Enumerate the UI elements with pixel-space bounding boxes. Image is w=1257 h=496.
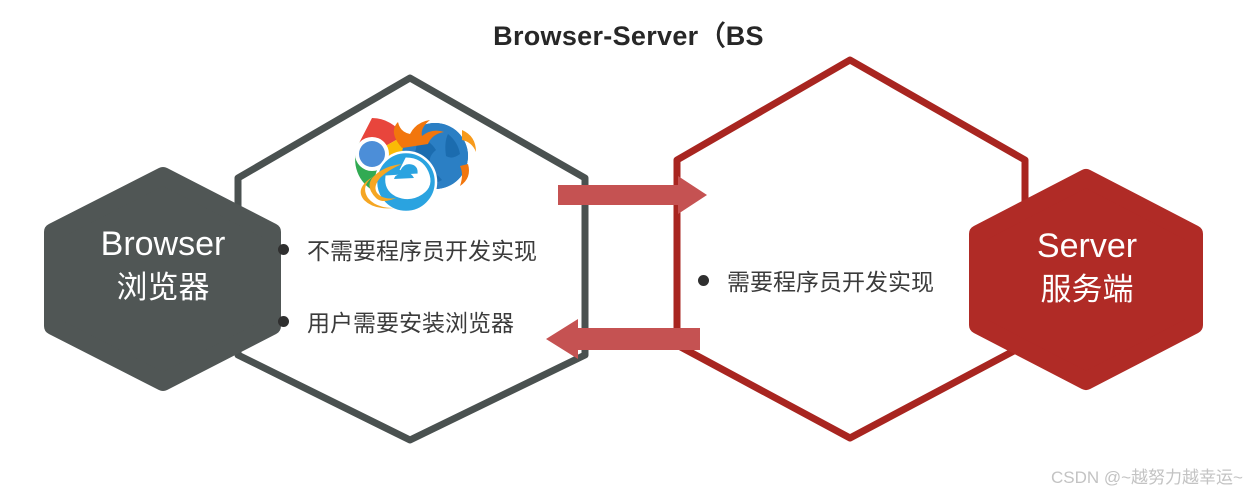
response-arrow <box>546 319 700 359</box>
list-item: 需要程序员开发实现 <box>698 263 934 297</box>
list-item: 用户需要安装浏览器 <box>278 304 514 338</box>
bullet-dot-icon <box>698 274 709 286</box>
server-panel-hexagon <box>677 60 1025 438</box>
browser-logos-group <box>336 117 476 212</box>
request-arrow <box>558 176 707 214</box>
watermark: CSDN @~越努力越幸运~ <box>1050 468 1243 487</box>
list-item-label: 需要程序员开发实现 <box>727 269 934 295</box>
list-item-label: 用户需要安装浏览器 <box>307 310 514 336</box>
browser-panel-hexagon <box>238 78 585 440</box>
page-title: Browser-Server（BS <box>493 21 764 51</box>
internet-explorer-logo <box>360 150 438 212</box>
list-item: 不需要程序员开发实现 <box>278 232 537 266</box>
server-node-hexagon <box>969 169 1203 390</box>
bullet-dot-icon <box>278 243 289 255</box>
browser-node-hexagon <box>44 167 281 391</box>
bullet-dot-icon <box>278 315 289 327</box>
list-item-label: 不需要程序员开发实现 <box>307 238 537 264</box>
